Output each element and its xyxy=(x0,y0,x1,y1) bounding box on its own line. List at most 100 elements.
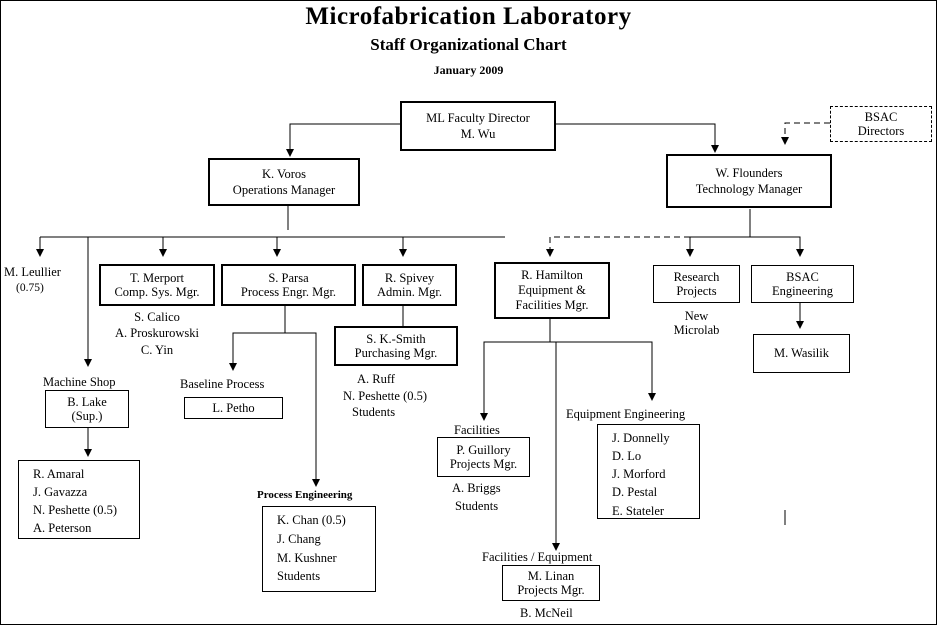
staff-name: A. Ruff xyxy=(357,372,395,386)
staff-name: D. Pestal xyxy=(612,485,658,500)
research-projects-box: Research Projects xyxy=(653,265,740,303)
role-label: Projects Mgr. xyxy=(449,457,518,471)
staff-name: C. Yin xyxy=(140,342,174,357)
wasilik-box: M. Wasilik xyxy=(753,334,850,373)
staff-name: Students xyxy=(455,499,499,513)
org-label: Engineering xyxy=(771,284,834,298)
person-name: W. Flounders xyxy=(715,165,783,180)
role-label: Equipment & xyxy=(518,283,586,297)
person-name: S. Parsa xyxy=(268,270,309,285)
role-label: Operations Manager xyxy=(232,183,336,197)
bsac-directors-connector xyxy=(781,122,830,145)
role-label: Comp. Sys. Mgr. xyxy=(114,285,200,299)
person-name: M. Wasilik xyxy=(773,346,830,361)
hamilton-connector xyxy=(550,341,656,401)
staff-name: M. Kushner xyxy=(277,550,337,565)
role-label: Admin. Mgr. xyxy=(377,285,442,299)
staff-name: B. McNeil xyxy=(520,606,573,620)
staff-name: A. Peterson xyxy=(33,521,92,536)
staff-fte: (0.5) xyxy=(403,389,428,403)
new-microlab-label: New Microlab xyxy=(653,309,740,338)
bsac-directors-box: BSAC Directors xyxy=(830,106,932,142)
person-name: B. Lake xyxy=(67,394,107,409)
org-label: BSAC xyxy=(786,269,819,284)
baseline-heading: Baseline Process xyxy=(180,377,265,391)
chart-title: Microfabrication Laboratory xyxy=(305,3,632,30)
staff-name: E. Stateler xyxy=(612,503,665,518)
person-name: M. Linan xyxy=(527,568,575,583)
org-label: Directors xyxy=(857,124,905,138)
staff-name: N. Peshette xyxy=(343,389,400,403)
role-label: Technology Manager xyxy=(695,182,803,196)
role-label: Process Engr. Mgr. xyxy=(240,285,337,299)
staff-name: K. Chan xyxy=(277,513,319,527)
staff-name: D. Lo xyxy=(612,449,642,464)
role-label: Projects Mgr. xyxy=(517,583,585,597)
staff-name: S. Calico xyxy=(134,310,180,324)
petho-box: L. Petho xyxy=(184,397,283,419)
staff-name: N. Peshette xyxy=(33,503,90,518)
staff-name: J. Gavazza xyxy=(33,485,88,500)
staff-name: Students xyxy=(352,405,396,419)
equipment-eng-staff-box: J. Donnelly D. Lo J. Morford D. Pestal E… xyxy=(597,424,700,519)
person-name: S. K.-Smith xyxy=(366,331,426,346)
person-name: L. Petho xyxy=(212,400,255,415)
parsa-box: S. Parsa Process Engr. Mgr. xyxy=(221,264,356,306)
director-connector xyxy=(556,123,719,153)
linan-box: M. Linan Projects Mgr. xyxy=(502,565,600,601)
facilities-heading: Facilities xyxy=(454,423,500,437)
spivey-box: R. Spivey Admin. Mgr. xyxy=(362,264,457,306)
merport-staff-list: S. Calico A. Proskurowski C. Yin xyxy=(107,309,207,358)
staff-fte: (0.5) xyxy=(93,503,118,518)
org-label: New xyxy=(684,309,709,323)
hamilton-box: R. Hamilton Equipment & Facilities Mgr. xyxy=(494,262,610,319)
parsa-connector xyxy=(229,303,286,371)
fac-equip-heading: Facilities / Equipment xyxy=(482,550,593,564)
role-label: (Sup.) xyxy=(71,409,103,423)
role-label: Purchasing Mgr. xyxy=(354,346,438,360)
guillory-box: P. Guillory Projects Mgr. xyxy=(437,437,530,477)
process-eng-staff-box: K. Chan (0.5) J. Chang M. Kushner Studen… xyxy=(262,506,376,592)
staff-name-row: K. Chan (0.5) xyxy=(277,511,346,530)
leullier-fte: (0.75) xyxy=(16,282,44,294)
machine-shop-heading: Machine Shop xyxy=(43,375,116,389)
flounders-connector xyxy=(686,236,750,257)
equipment-eng-heading: Equipment Engineering xyxy=(566,407,686,421)
staff-name: Students xyxy=(277,569,321,584)
process-eng-heading: Process Engineering xyxy=(257,489,353,501)
smith-box: S. K.-Smith Purchasing Mgr. xyxy=(334,326,458,366)
role-label: ML Faculty Director xyxy=(426,110,530,125)
bsac-engineering-box: BSAC Engineering xyxy=(751,265,854,303)
org-label: Research xyxy=(673,269,720,284)
parsa-connector xyxy=(285,332,320,487)
staff-name: A. Briggs xyxy=(452,481,501,495)
flounders-box: W. Flounders Technology Manager xyxy=(666,154,832,208)
staff-name: J. Donnelly xyxy=(612,431,670,445)
person-name: R. Hamilton xyxy=(521,268,583,282)
role-label: Facilities Mgr. xyxy=(515,298,589,312)
staff-name-row: N. Peshette (0.5) xyxy=(33,501,117,519)
person-name: P. Guillory xyxy=(456,442,511,457)
person-name: R. Spivey xyxy=(384,270,435,285)
org-label: Projects xyxy=(676,284,717,298)
person-name: M. Wu xyxy=(460,127,496,141)
staff-name: J. Chang xyxy=(277,531,321,546)
staff-name-row: N. Peshette (0.5) xyxy=(343,389,427,403)
staff-name: A. Proskurowski xyxy=(114,326,200,341)
org-label: BSAC xyxy=(864,109,898,124)
hamilton-connector xyxy=(480,319,551,421)
shop-staff-box: R. Amaral J. Gavazza N. Peshette (0.5) A… xyxy=(18,460,140,539)
person-name: K. Voros xyxy=(262,166,306,181)
hamilton-dashed-link xyxy=(546,236,750,257)
staff-fte: (0.5) xyxy=(321,513,346,527)
flounders-connector xyxy=(749,209,804,257)
leullier-name: M. Leullier xyxy=(4,265,61,279)
staff-name: R. Amaral xyxy=(33,467,85,481)
person-name: T. Merport xyxy=(130,270,184,285)
ml-director-box: ML Faculty Director M. Wu xyxy=(400,101,556,151)
voros-box: K. Voros Operations Manager xyxy=(208,158,360,206)
chart-date: January 2009 xyxy=(433,63,504,77)
director-connector xyxy=(286,123,400,157)
lake-box: B. Lake (Sup.) xyxy=(45,390,129,428)
